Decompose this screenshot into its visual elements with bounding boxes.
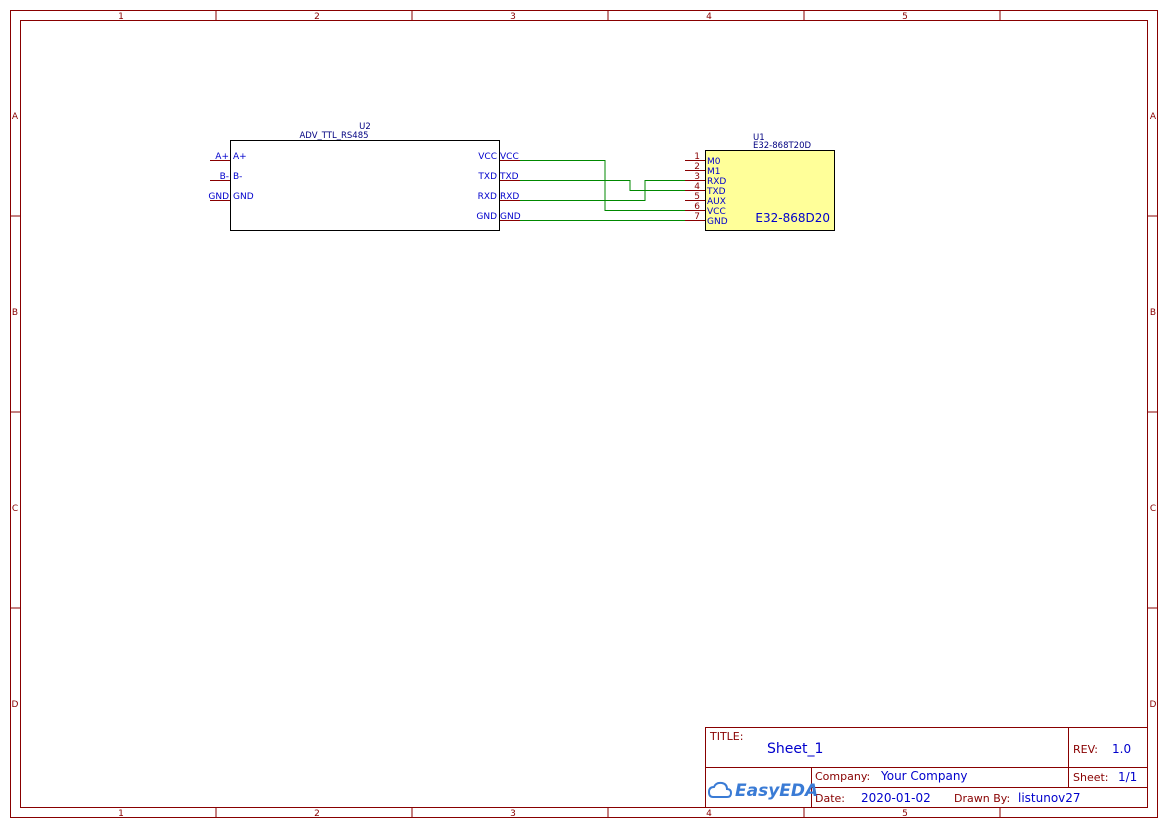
wire-txd-to-txd xyxy=(520,180,685,191)
u1-pinname-aux: AUX xyxy=(707,197,726,207)
row-label-right-a: A xyxy=(1150,112,1157,122)
rev-label: REV: xyxy=(1073,743,1098,756)
u2-designator: U2 xyxy=(359,122,371,132)
u1-pinnum-1: 1 xyxy=(694,152,700,162)
wire-vcc xyxy=(520,160,685,211)
u2-pinname-a-plus: A+ xyxy=(233,152,247,162)
u1-pinname-txd: TXD xyxy=(706,187,726,197)
title-block: TITLE: Sheet_1 REV: 1.0 Company: Your Co… xyxy=(705,727,1148,808)
u1-pinnum-2: 2 xyxy=(694,162,700,172)
row-label-left-a: A xyxy=(12,112,19,122)
title-label: TITLE: xyxy=(709,730,743,743)
component-u2[interactable]: U2 ADV_TTL_RS485 A+ B- GND A+ B- GND VCC… xyxy=(208,122,521,231)
outer-border xyxy=(10,10,1158,818)
u2-pinname-gnd-right: GND xyxy=(476,212,497,222)
logo-text: EasyEDA xyxy=(735,781,818,801)
inner-border xyxy=(20,20,1148,808)
row-label-left-b: B xyxy=(12,308,18,318)
drawn-by-value: listunov27 xyxy=(1018,791,1081,805)
u2-net-gnd-right: GND xyxy=(500,212,521,222)
sheet-label: Sheet: xyxy=(1073,771,1109,784)
cloud-icon xyxy=(707,781,733,798)
u1-pinnum-3: 3 xyxy=(694,172,700,182)
u2-net-b-minus: B- xyxy=(220,172,229,182)
u1-pinnum-7: 7 xyxy=(694,212,700,222)
title-value: Sheet_1 xyxy=(767,741,823,757)
date-value: 2020-01-02 xyxy=(861,791,931,805)
u1-name: E32-868D20 xyxy=(755,211,830,225)
column-ticks xyxy=(215,10,1001,818)
u2-body xyxy=(230,140,500,231)
col-label-top-2: 2 xyxy=(314,12,320,22)
u1-pinname-m1: M1 xyxy=(707,167,721,177)
row-label-left-d: D xyxy=(12,700,19,710)
drawn-by-label: Drawn By: xyxy=(954,792,1010,805)
u2-pinname-b-minus: B- xyxy=(233,172,242,182)
u2-pinname-vcc: VCC xyxy=(478,152,497,162)
u2-pinname-gnd-left: GND xyxy=(233,192,254,202)
u1-part: E32-868T20D xyxy=(753,141,811,151)
company-label: Company: xyxy=(815,770,870,783)
col-label-top-4: 4 xyxy=(706,12,712,22)
col-label-top-3: 3 xyxy=(510,12,516,22)
u1-pinname-m0: M0 xyxy=(707,157,721,167)
u1-pinnum-6: 6 xyxy=(694,202,700,212)
row-label-left-c: C xyxy=(12,504,18,514)
u2-net-rxd: RXD xyxy=(500,192,519,202)
col-label-top-1: 1 xyxy=(118,12,124,22)
row-label-right-c: C xyxy=(1150,504,1156,514)
row-label-right-d: D xyxy=(1150,700,1157,710)
company-value: Your Company xyxy=(880,769,968,783)
component-u1[interactable]: U1 E32-868T20D 1 2 3 4 5 6 7 M0 M1 RXD T… xyxy=(685,133,835,231)
u2-net-gnd-left: GND xyxy=(208,192,229,202)
row-label-right-b: B xyxy=(1150,308,1156,318)
easyeda-logo: EasyEDA xyxy=(707,781,818,801)
col-label-bottom-3: 3 xyxy=(510,809,516,819)
u2-name: ADV_TTL_RS485 xyxy=(299,131,368,141)
u2-net-a-plus: A+ xyxy=(215,152,229,162)
col-label-bottom-1: 1 xyxy=(118,809,124,819)
col-label-top-5: 5 xyxy=(902,12,908,22)
u2-net-vcc: VCC xyxy=(500,152,519,162)
col-label-bottom-2: 2 xyxy=(314,809,320,819)
u1-pinnum-4: 4 xyxy=(694,182,700,192)
u1-pinname-vcc: VCC xyxy=(707,207,726,217)
sheet-value: 1/1 xyxy=(1118,770,1137,784)
u2-net-txd: TXD xyxy=(499,172,519,182)
u1-designator: U1 xyxy=(753,133,765,143)
wire-rxd-to-rxd xyxy=(520,180,685,201)
u1-pinname-gnd: GND xyxy=(707,217,728,227)
col-label-bottom-4: 4 xyxy=(706,809,712,819)
u1-pinname-rxd: RXD xyxy=(707,177,726,187)
wires xyxy=(520,160,685,221)
u2-pinname-rxd: RXD xyxy=(478,192,497,202)
col-label-bottom-5: 5 xyxy=(902,809,908,819)
u2-pinname-txd: TXD xyxy=(477,172,497,182)
row-ticks xyxy=(10,215,1158,609)
date-label: Date: xyxy=(815,792,845,805)
u1-pinnum-5: 5 xyxy=(694,192,700,202)
u1-body xyxy=(705,150,835,231)
zone-labels: 1 2 3 4 5 1 2 3 4 5 A B C D A B C D xyxy=(12,12,1157,819)
rev-value: 1.0 xyxy=(1112,742,1131,756)
